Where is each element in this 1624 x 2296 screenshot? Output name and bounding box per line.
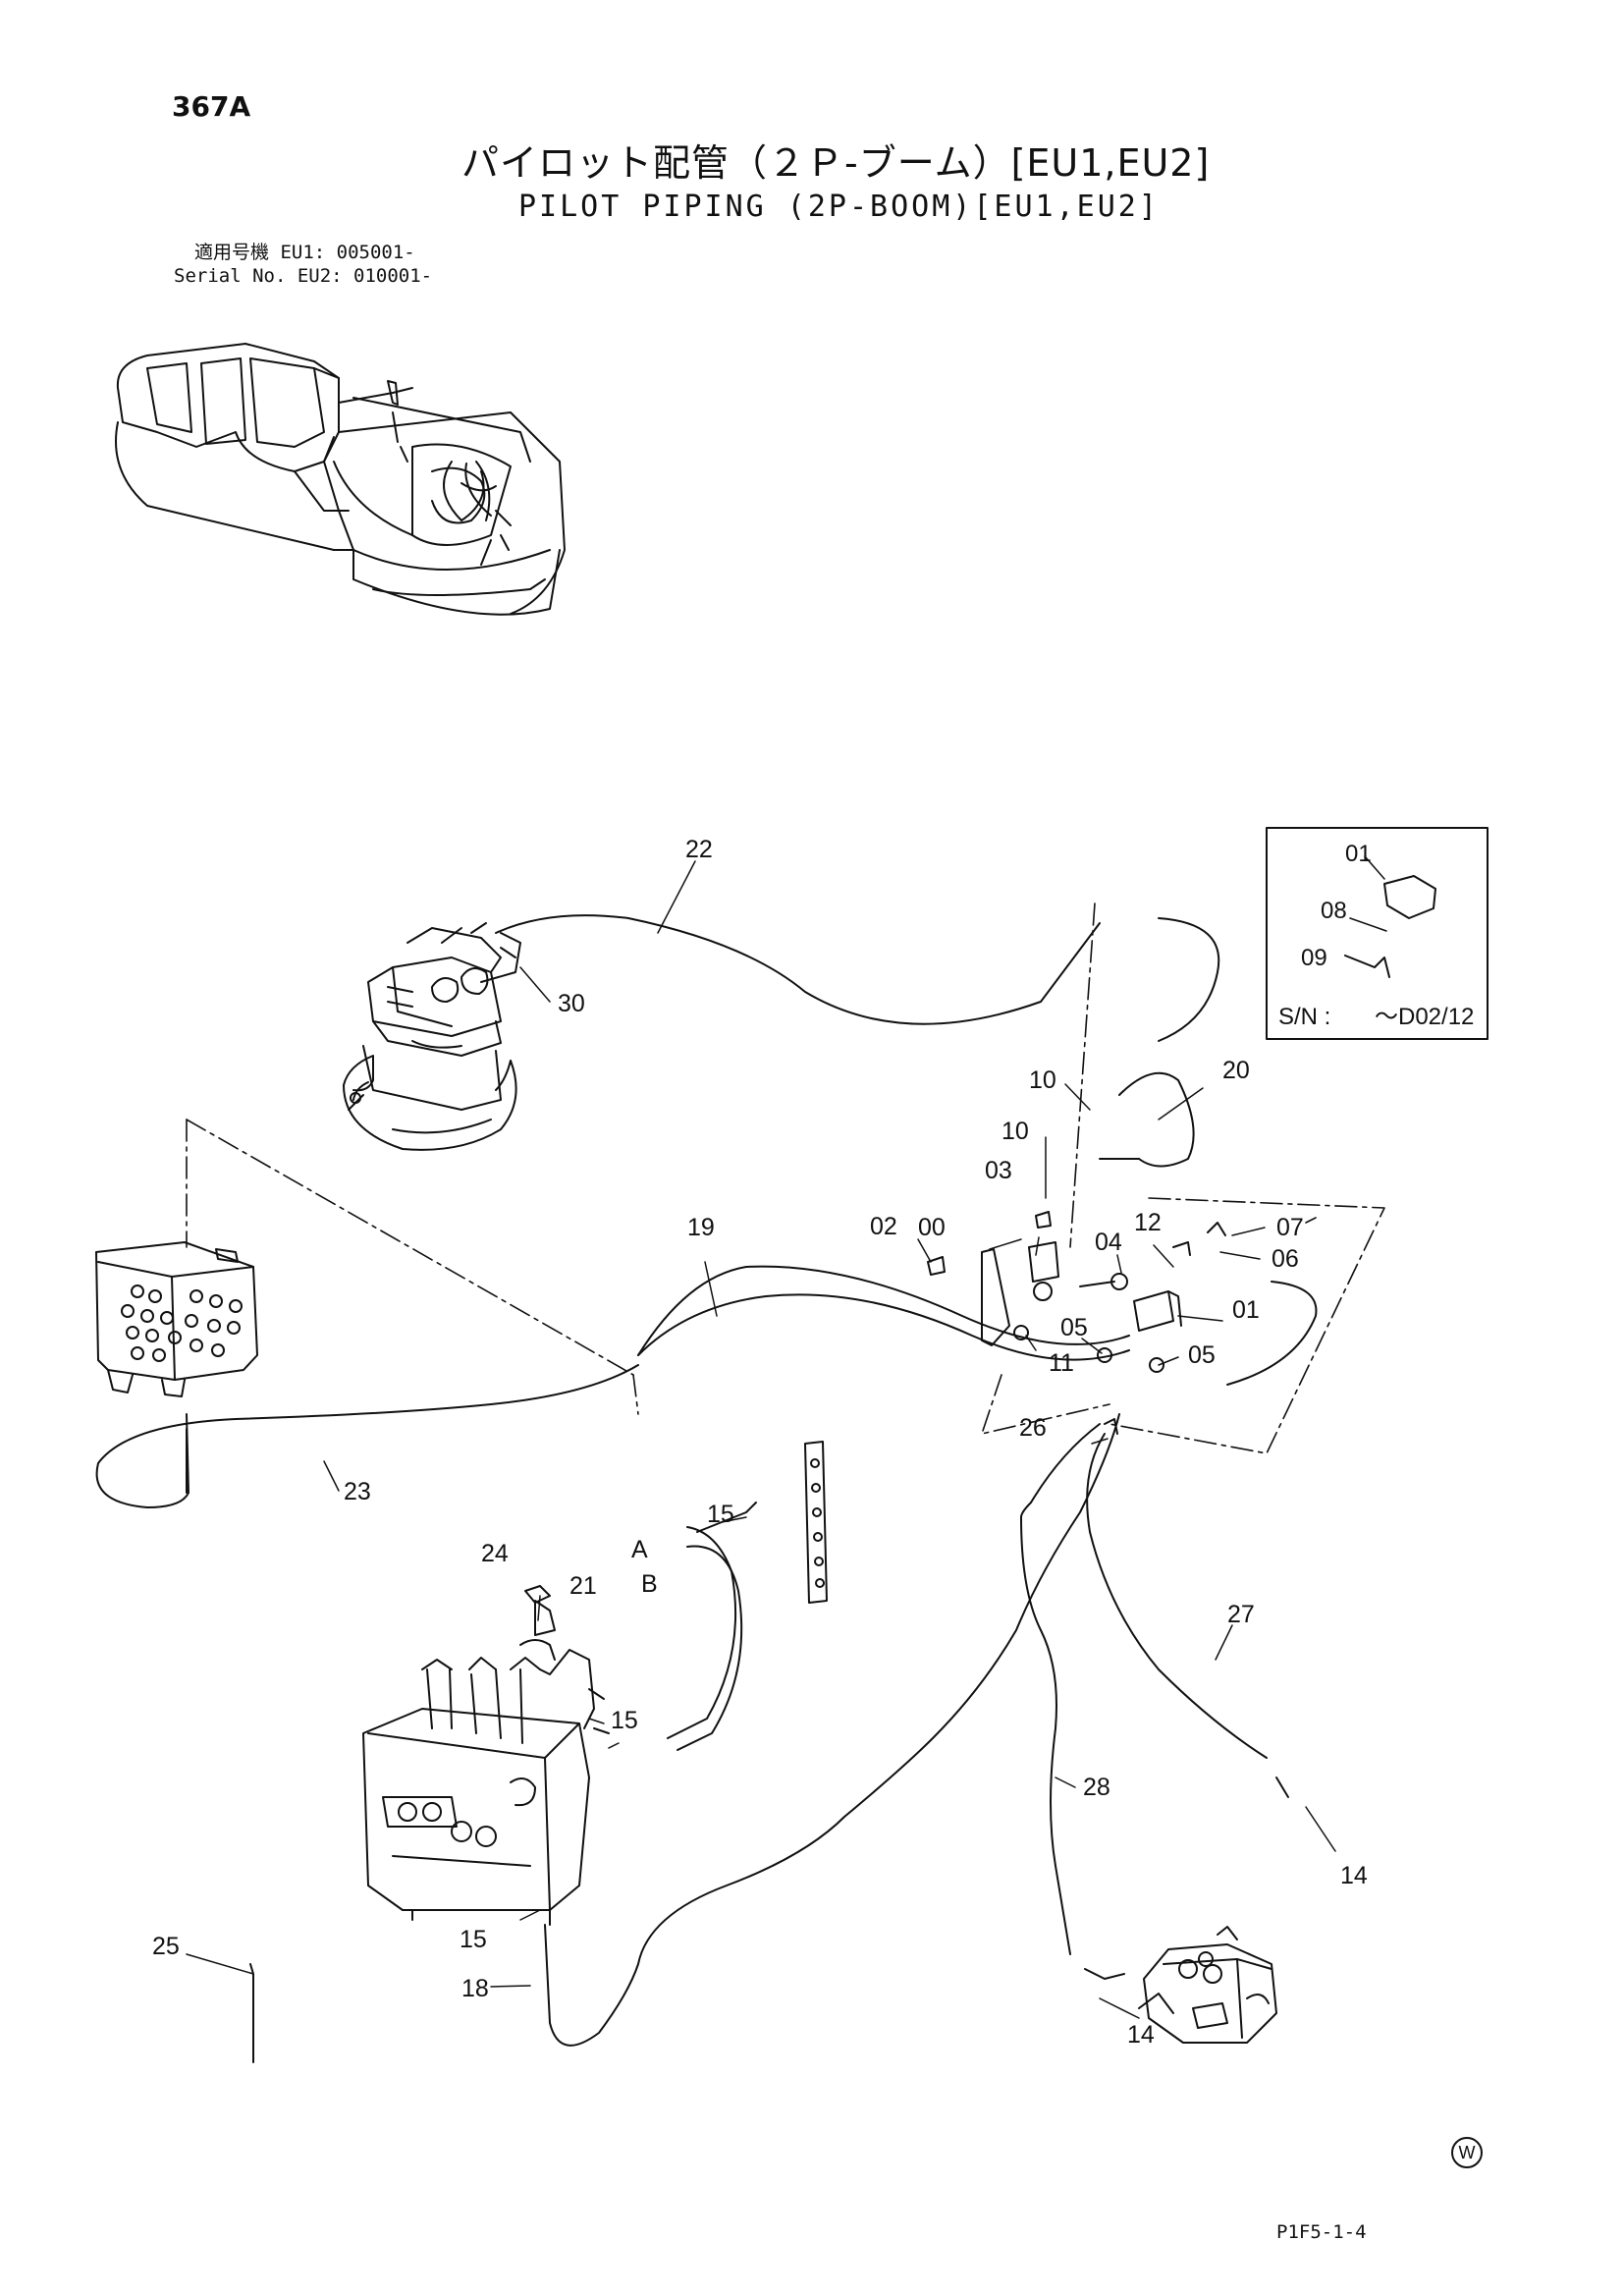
inset-box (1266, 827, 1489, 1040)
callout-00: 00 (918, 1214, 946, 1241)
hose-lines (95, 914, 1318, 2047)
callout-12: 12 (1134, 1209, 1162, 1236)
callout-02: 02 (870, 1213, 897, 1240)
callout-28: 28 (1083, 1774, 1110, 1801)
inset-leader-08 (1349, 917, 1387, 932)
callout-06: 06 (1272, 1245, 1299, 1273)
callout-11: 11 (1049, 1349, 1074, 1377)
callout-21: 21 (569, 1572, 597, 1600)
callout-18: 18 (461, 1975, 489, 2002)
callout-30: 30 (558, 990, 585, 1017)
title-japanese: パイロット配管（２Ｐ-ブーム）[EU1,EU2] (461, 141, 1211, 185)
inset-fitting-illustration (1344, 955, 1390, 978)
pilot-valve-illustration (95, 1241, 258, 1397)
callout-20: 20 (1222, 1057, 1250, 1084)
callout-05-right: 05 (1188, 1341, 1216, 1369)
excavator-overview-illustration (115, 343, 566, 616)
callout-22: 22 (685, 836, 713, 863)
callout-15-upper: 15 (707, 1501, 734, 1528)
callout-10-upper: 10 (1029, 1066, 1056, 1094)
callout-23: 23 (344, 1478, 371, 1505)
control-valve-illustration (362, 1600, 610, 1926)
manifold-bracket-illustration (804, 1441, 828, 1604)
swing-motor-illustration (343, 922, 521, 1151)
inset-serial-label: S/N : (1278, 1004, 1330, 1030)
inset-callout-01: 01 (1345, 841, 1372, 867)
callout-27: 27 (1227, 1601, 1255, 1628)
callout-07: 07 (1276, 1214, 1304, 1241)
leader-lines (186, 860, 1336, 2019)
callout-15-lower: 15 (460, 1926, 487, 1953)
port-label-a: A (631, 1536, 648, 1563)
callout-14-right: 14 (1340, 1862, 1368, 1889)
callout-19: 19 (687, 1214, 715, 1241)
w-mark-symbol: W (1451, 2137, 1483, 2168)
serial-applicability-line: 適用号機 EU1: 005001- (194, 242, 415, 263)
callout-24: 24 (481, 1540, 509, 1567)
callout-26: 26 (1019, 1414, 1047, 1442)
callout-01: 01 (1232, 1296, 1260, 1324)
port-label-b: B (641, 1570, 658, 1598)
callout-03: 03 (985, 1157, 1012, 1184)
serial-number-line: Serial No. EU2: 010001- (174, 265, 433, 287)
callout-04: 04 (1095, 1229, 1122, 1256)
callout-05-left: 05 (1060, 1314, 1088, 1341)
inset-leader-01 (1364, 855, 1385, 880)
inset-serial-value: ～D02/12 (1375, 1004, 1474, 1030)
callout-14-bottom: 14 (1127, 2021, 1155, 2049)
inset-callout-08: 08 (1321, 898, 1347, 924)
drawing-code: P1F5-1-4 (1276, 2221, 1367, 2243)
callout-25: 25 (152, 1933, 180, 1960)
cap-24-illustration (524, 1585, 551, 1604)
title-english: PILOT PIPING (2P-BOOM)[EU1,EU2] (518, 190, 1160, 224)
boom-valve-illustration (1138, 1926, 1277, 2044)
page-number: 367A (172, 90, 251, 123)
center-bracket-assembly (927, 1211, 1226, 1435)
reference-lines (186, 902, 1385, 1454)
hose-25-illustration (249, 1963, 254, 2063)
callout-15-middle: 15 (611, 1707, 638, 1734)
inset-block-illustration (1383, 875, 1436, 919)
inset-callout-09: 09 (1301, 945, 1327, 971)
callout-10-lower: 10 (1001, 1118, 1029, 1145)
